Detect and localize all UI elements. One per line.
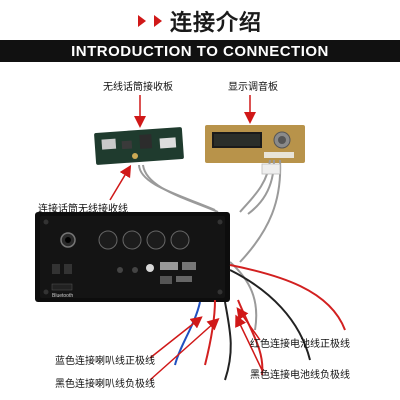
annotation-arrows: [109, 95, 263, 381]
chevron-right-icon: [137, 15, 146, 27]
amplifier-panel: [35, 212, 230, 302]
label-display-tuning-board: 显示调音板: [228, 82, 278, 93]
page-subtitle: INTRODUCTION TO CONNECTION: [0, 40, 400, 62]
title-row: 连接介绍: [0, 4, 400, 38]
label-wireless-receiver-cable: 连接话筒无线接收线: [38, 204, 128, 215]
chevron-right-icon: [153, 15, 162, 27]
header-banner: 连接介绍 INTRODUCTION TO CONNECTION: [0, 0, 400, 64]
page-title: 连接介绍: [169, 11, 262, 36]
label-blue-speaker-positive: 蓝色连接喇叭线正极线: [55, 356, 155, 367]
label-wireless-receiver-board: 无线话筒接收板: [103, 82, 173, 93]
display-tuning-pcb: [205, 125, 305, 163]
label-black-speaker-negative: 黑色连接喇叭线负极线: [55, 379, 155, 390]
wireless-receiver-pcb: [94, 127, 184, 165]
label-black-battery-negative: 黑色连接电池线负极线: [250, 370, 350, 381]
label-red-battery-positive: 红色连接电池线正极线: [250, 339, 350, 350]
connector-block: [261, 163, 281, 175]
bluetooth-brand: Bluetooth: [52, 293, 73, 299]
